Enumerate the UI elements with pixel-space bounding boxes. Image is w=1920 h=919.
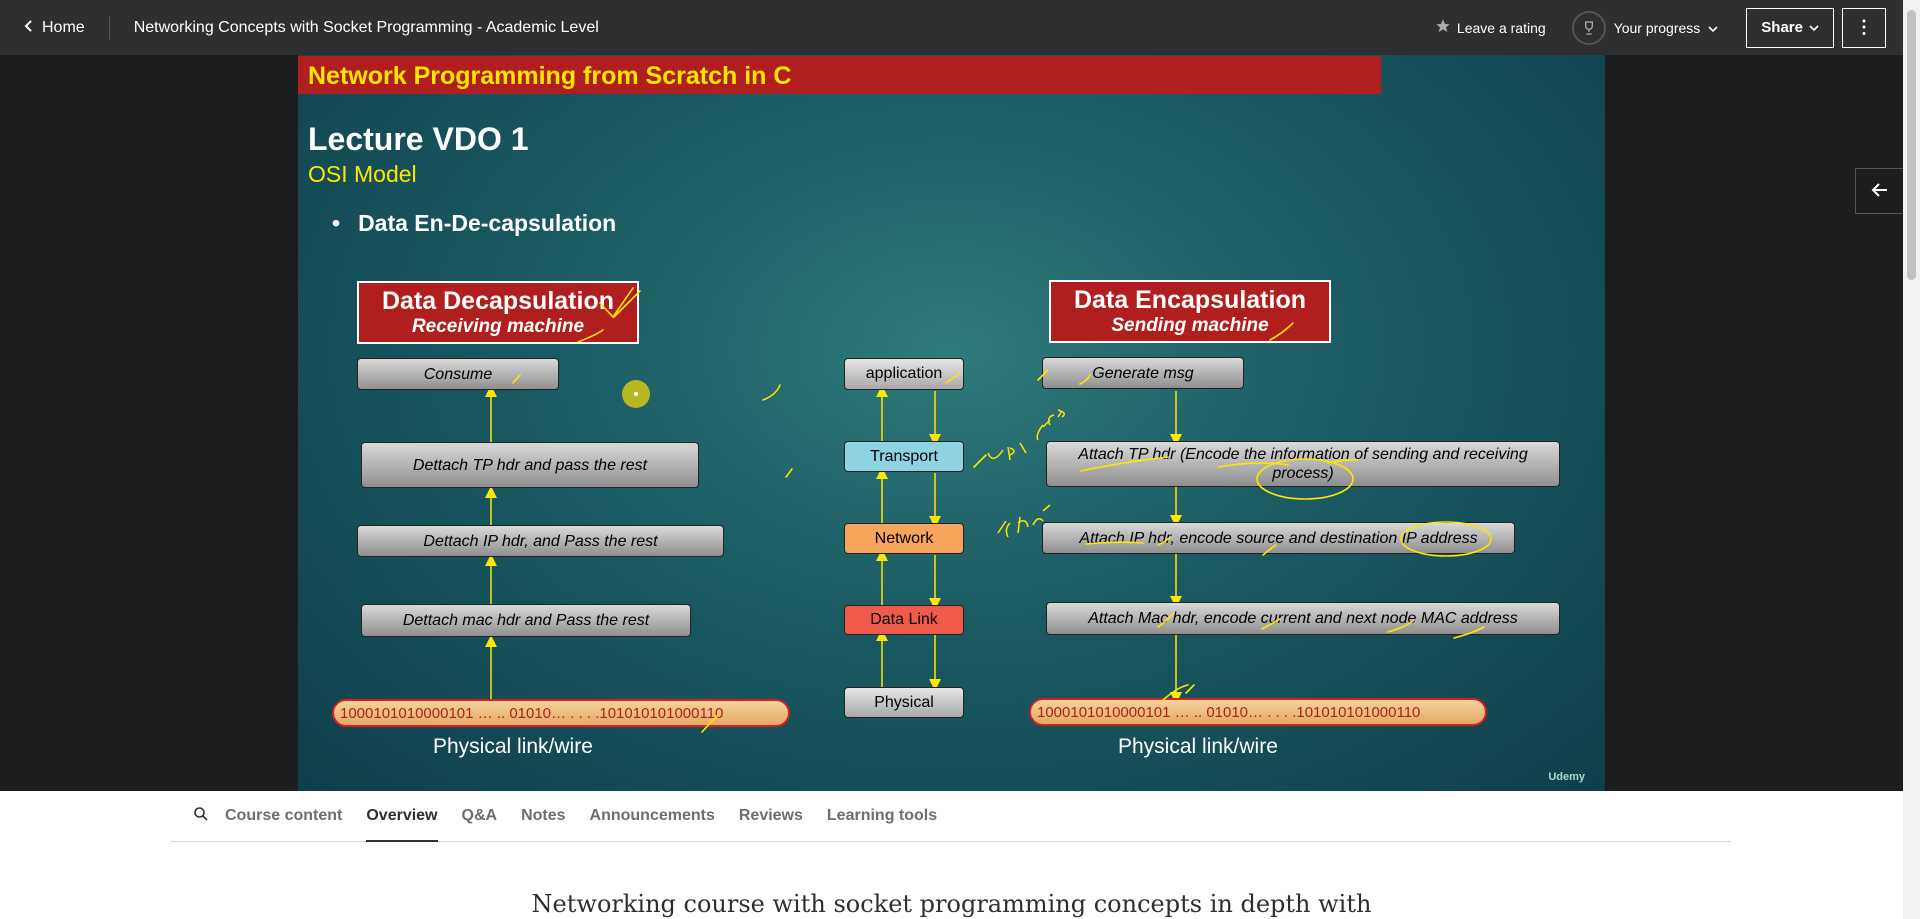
tab-overview[interactable]: Overview (366, 791, 438, 842)
osi-layer: Data Link (844, 605, 964, 635)
lecture-slide: Network Programming from Scratch in C Le… (298, 55, 1605, 791)
encap-wire: 1000101010000101 … .. 01010… . . . .1010… (1029, 698, 1487, 726)
tab-notes[interactable]: Notes (521, 807, 566, 824)
lecture-title: Lecture VDO 1 (308, 121, 529, 157)
chevron-left-icon (24, 19, 34, 37)
expand-sidebar-button[interactable] (1855, 168, 1903, 214)
tab-reviews[interactable]: Reviews (738, 807, 803, 824)
course-tabs: Course content Overview Q&A Notes Announ… (171, 791, 1731, 842)
ink-annotations (512, 287, 1492, 733)
chevron-down-icon (1708, 20, 1718, 36)
divider (108, 15, 110, 40)
share-button[interactable]: Share (1746, 7, 1834, 48)
tab-learning-tools[interactable]: Learning tools (826, 807, 938, 824)
course-description: Networking course with socket programmin… (531, 890, 1372, 918)
tab-announcements[interactable]: Announcements (589, 807, 715, 824)
tab-course-content[interactable]: Course content (225, 807, 343, 824)
course-title: Networking Concepts with Socket Programm… (133, 18, 599, 36)
banner-text: Network Programming from Scratch in C (308, 62, 792, 90)
bullet-text: Data En-De-capsulation (358, 210, 617, 236)
slide-banner: Network Programming from Scratch in C (298, 56, 1381, 94)
encap-step: Attach Mac hdr, encode current and next … (1046, 602, 1560, 635)
decapsulation-header: Data Decapsulation Receiving machine (357, 281, 639, 344)
top-bar: Home Networking Concepts with Socket Pro… (0, 0, 1903, 55)
search-icon[interactable] (193, 806, 223, 827)
encap-step: Generate msg (1042, 357, 1244, 389)
osi-layer: Network (844, 523, 964, 554)
bullet-point: •Data En-De-capsulation (332, 210, 617, 236)
encap-step: Attach IP hdr, encode source and destina… (1042, 522, 1515, 554)
encapsulation-title: Data Encapsulation (1074, 286, 1306, 314)
more-vertical-icon: ⋮ (1855, 17, 1873, 37)
decap-step: Dettach mac hdr and Pass the rest (361, 604, 691, 637)
lecture-topic: OSI Model (308, 161, 417, 187)
encap-wire-label: Physical link/wire (1118, 735, 1278, 758)
decapsulation-title: Data Decapsulation (381, 287, 614, 315)
star-icon (1435, 18, 1451, 37)
home-label: Home (42, 18, 85, 36)
more-options-button[interactable]: ⋮ (1842, 7, 1886, 48)
decap-step: Dettach TP hdr and pass the rest (361, 442, 699, 488)
decap-step: Consume (357, 358, 559, 390)
decap-wire: 1000101010000101 … .. 01010… . . . .1010… (332, 699, 790, 727)
progress-button[interactable]: Your progress (1571, 10, 1719, 45)
encapsulation-header: Data Encapsulation Sending machine (1049, 280, 1331, 343)
encapsulation-subtitle: Sending machine (1111, 315, 1269, 336)
tab-qa[interactable]: Q&A (461, 807, 498, 824)
progress-label: Your progress (1613, 19, 1701, 36)
udemy-watermark: Udemy (1548, 771, 1585, 783)
decapsulation-subtitle: Receiving machine (411, 316, 585, 337)
trophy-icon (1571, 10, 1606, 45)
leave-rating-button[interactable]: Leave a rating (1435, 18, 1546, 37)
decap-wire-label: Physical link/wire (433, 735, 593, 758)
scrollbar[interactable] (1903, 0, 1920, 919)
video-player[interactable]: Network Programming from Scratch in C Le… (0, 55, 1903, 791)
scrollbar-thumb[interactable] (1907, 10, 1916, 280)
rating-label: Leave a rating (1456, 19, 1546, 36)
encap-step: Attach TP hdr (Encode the information of… (1046, 441, 1560, 487)
share-label: Share (1761, 19, 1803, 36)
osi-layer: application (844, 358, 964, 390)
osi-layer: Physical (844, 687, 964, 718)
home-link[interactable]: Home (0, 0, 109, 55)
arrow-left-icon (1871, 178, 1889, 204)
osi-layer: Transport (844, 441, 964, 472)
arrows-layer (485, 385, 1182, 704)
decap-step: Dettach IP hdr, and Pass the rest (357, 525, 724, 557)
chevron-down-icon (1809, 19, 1819, 36)
